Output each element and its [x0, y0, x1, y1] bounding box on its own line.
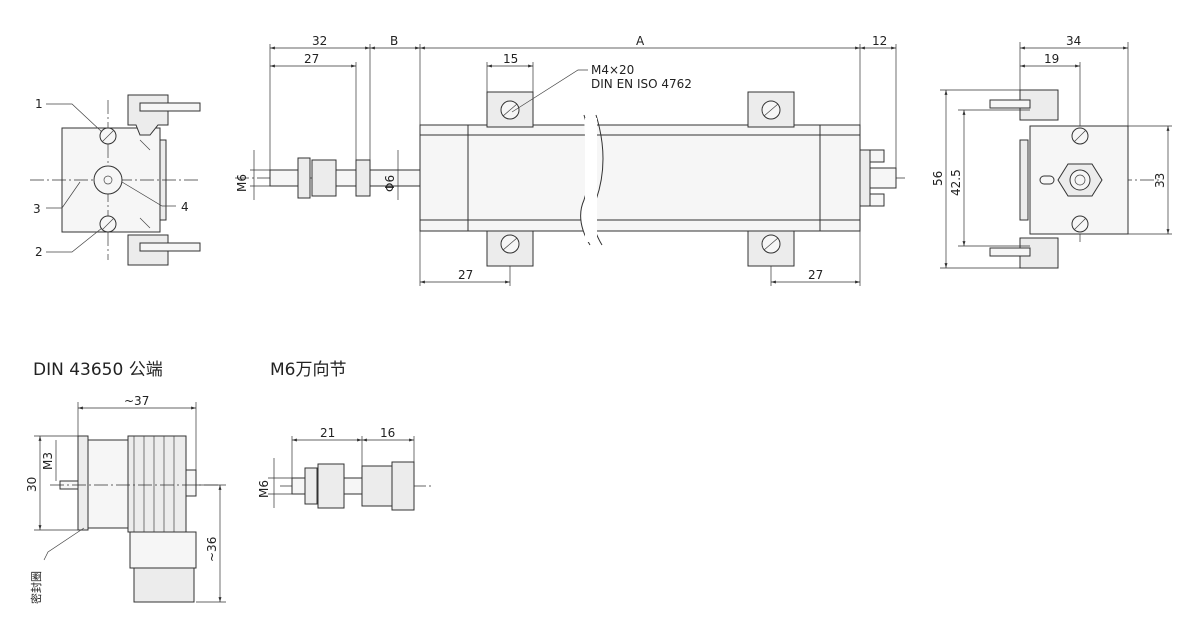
callout-4: 4: [181, 200, 189, 214]
left-end-view: 1 2 3 4: [30, 94, 201, 266]
callout-1: 1: [35, 97, 43, 111]
dim-12: 12: [872, 34, 887, 48]
dim-37: ~37: [124, 394, 149, 408]
dim-21: 21: [320, 426, 335, 440]
main-front-view: M4×20 DIN EN ISO 4762 32 B A 12 27 15 M6…: [235, 34, 905, 286]
screw-note-size: M4×20: [591, 63, 634, 77]
dim-36: ~36: [205, 537, 219, 562]
dim-42-5: 42.5: [949, 169, 963, 196]
dim-34: 34: [1066, 34, 1081, 48]
dim-56: 56: [931, 171, 945, 186]
joint-view: M6万向节 21 16 M6: [257, 360, 432, 511]
screw-note-standard: DIN EN ISO 4762: [591, 77, 692, 91]
dim-m3: M3: [41, 452, 55, 470]
right-end-view: 34 19 56 42.5 33: [931, 34, 1172, 269]
connector-view: DIN 43650 公端 ~37 30 M3 ~36 密封圈: [25, 360, 226, 604]
connector-title: DIN 43650 公端: [33, 360, 163, 380]
dim-27-right: 27: [808, 268, 823, 282]
dim-27-left: 27: [458, 268, 473, 282]
dim-m6: M6: [235, 174, 249, 192]
dim-phi6: Φ6: [383, 175, 397, 192]
dim-b: B: [390, 34, 398, 48]
callout-3: 3: [33, 202, 41, 216]
seal-label: 密封圈: [29, 571, 43, 604]
dim-27-top: 27: [304, 52, 319, 66]
callout-2: 2: [35, 245, 43, 259]
dim-19: 19: [1044, 52, 1059, 66]
joint-title: M6万向节: [270, 360, 346, 380]
dim-15: 15: [503, 52, 518, 66]
dim-30: 30: [25, 477, 39, 492]
dim-a: A: [636, 34, 645, 48]
dim-m6-joint: M6: [257, 480, 271, 498]
dim-32: 32: [312, 34, 327, 48]
dim-16: 16: [380, 426, 395, 440]
dim-33: 33: [1153, 173, 1167, 188]
